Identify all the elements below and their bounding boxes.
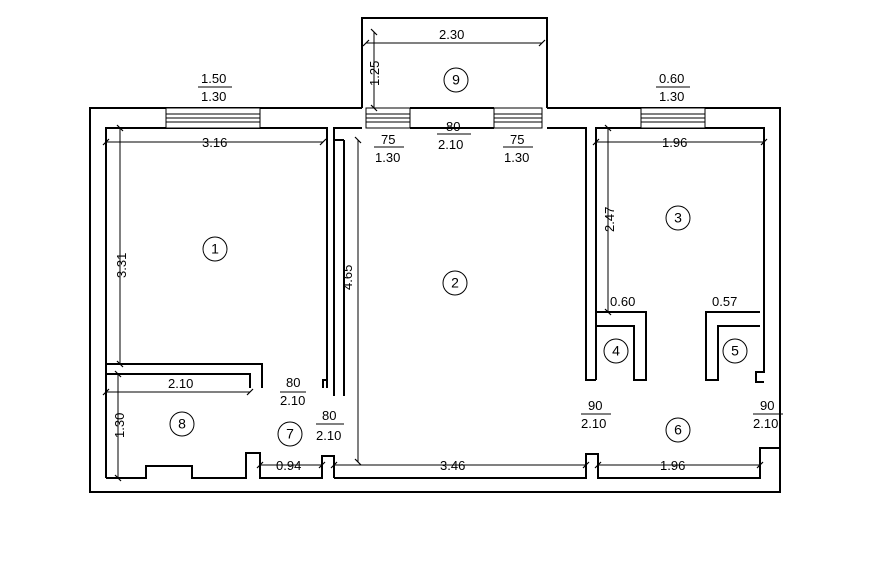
svg-text:1: 1 [211,241,219,257]
door5-width: 90 [760,398,774,413]
window-left-width: 1.50 [201,71,226,86]
room-6: 6 [665,417,691,443]
balcony-door-height: 2.10 [438,137,463,152]
svg-text:6: 6 [674,422,682,438]
outer-wall [89,107,781,493]
door8-width: 80 [286,375,300,390]
door4-width: 90 [588,398,602,413]
room8-top-wall [106,373,251,388]
svg-text:8: 8 [178,416,186,432]
room8-depth-label: 1.30 [112,413,127,438]
door4-height: 2.10 [581,416,606,431]
window-right-width: 0.60 [659,71,684,86]
walls [89,17,781,493]
svg-text:9: 9 [452,72,460,88]
balcony-win-right-width: 75 [510,132,524,147]
room2-depth-label: 4.65 [340,265,355,290]
room-5: 5 [722,338,748,364]
dimension-texts: 2.30 1.25 1.50 1.30 0.60 1.30 75 1.30 80… [112,27,778,473]
room3-inner [596,311,647,381]
room-labels: 1 2 3 4 5 6 7 8 [169,67,748,447]
room3-wall [595,127,765,383]
windows [165,107,706,129]
balcony-win-right-height: 1.30 [504,150,529,165]
hall-right-label: 1.96 [660,458,685,473]
door8-height: 2.10 [280,393,305,408]
wall-1-2 [322,379,327,388]
dim-balcony-depth-label: 1.25 [367,61,382,86]
room5-width-label: 0.57 [712,294,737,309]
balcony-win-left-height: 1.30 [375,150,400,165]
door7-width: 80 [322,408,336,423]
balcony-door-width: 80 [446,119,460,134]
balcony-win-left-width: 75 [381,132,395,147]
window-left [165,107,261,129]
room-9: 9 [443,67,469,93]
window-right-height: 1.30 [659,89,684,104]
room1-bottom-wall [106,363,263,388]
room8-bottom-wall [106,452,335,479]
wall-2-left [333,127,362,396]
room1-depth-label: 3.31 [114,253,129,278]
svg-text:5: 5 [731,343,739,359]
hall-bottom [334,447,780,479]
room-8: 8 [169,411,195,437]
window-balcony-right [493,107,543,129]
balcony-wall [361,17,548,108]
svg-text:4: 4 [612,343,620,359]
svg-text:3: 3 [674,210,682,226]
window-left-height: 1.30 [201,89,226,104]
room-7: 7 [277,421,303,447]
window-right [640,107,706,129]
room-2: 2 [442,270,468,296]
hall-mid-label: 3.46 [440,458,465,473]
room-3: 3 [665,205,691,231]
door5-height: 2.10 [753,416,778,431]
dimension-lines [102,28,783,482]
room5-wall [705,311,760,381]
room3-width-label: 1.96 [662,135,687,150]
door7-height: 2.10 [316,428,341,443]
dim-balcony-width-label: 2.30 [439,27,464,42]
room-1: 1 [202,236,228,262]
room-4: 4 [603,338,629,364]
room8-width-label: 2.10 [168,376,193,391]
room3-depth-label: 2.47 [602,207,617,232]
wall-2-top [547,127,596,381]
room1-width-label: 3.16 [202,135,227,150]
window-balcony-left [365,107,411,129]
hall-left-label: 0.94 [276,458,301,473]
room4-width-label: 0.60 [610,294,635,309]
svg-text:7: 7 [286,426,294,442]
svg-text:2: 2 [451,275,459,291]
